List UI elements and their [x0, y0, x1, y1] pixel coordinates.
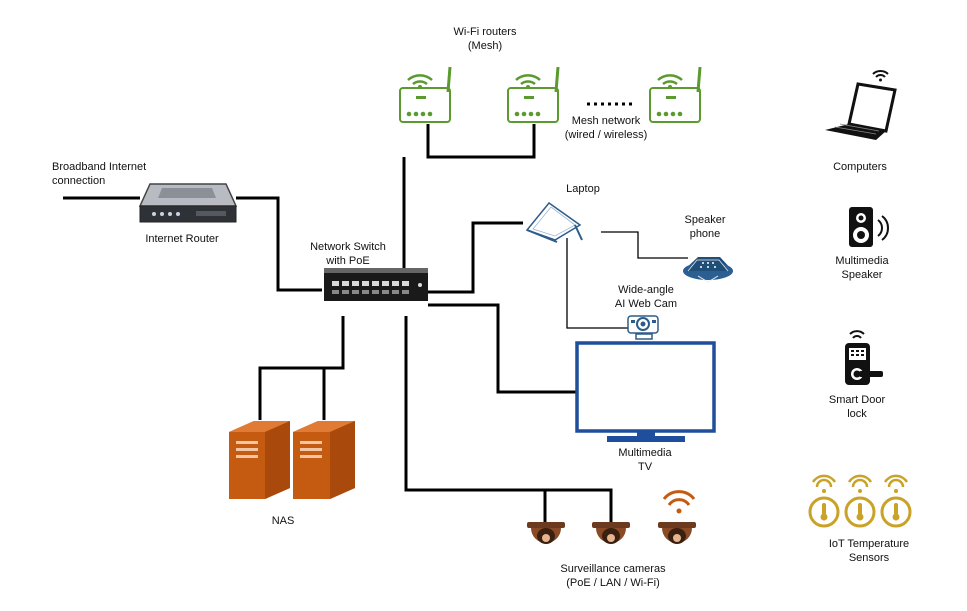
wifi-router-icon — [507, 66, 560, 123]
iot-sensors-label: IoT Temperature Sensors — [828, 538, 910, 564]
internet-router-icon — [138, 183, 238, 223]
internet-router-label: Internet Router — [145, 233, 219, 245]
server-icon — [293, 421, 355, 499]
tv-label: Multimedia TV — [618, 447, 672, 473]
wire-switch-tv — [428, 303, 577, 394]
nas-label: NAS — [271, 515, 295, 527]
network-switch-icon — [324, 268, 428, 301]
thermometer-icon — [844, 474, 876, 528]
wifi-router-icon — [399, 66, 452, 123]
wire-laptop-webcam — [566, 238, 628, 329]
speaker-phone-label: Speaker phone — [684, 214, 726, 240]
dome-camera-icon — [658, 522, 696, 544]
door-lock-label: Smart Door lock — [828, 394, 886, 420]
computers-label: Computers — [833, 161, 887, 173]
wifi-icon — [662, 490, 696, 514]
multimedia-speaker-label: Multimedia Speaker — [835, 255, 889, 281]
wire-laptop-speakerphone — [601, 231, 688, 259]
wire-mesh-routers — [402, 124, 536, 288]
wire-router-switch — [236, 196, 322, 292]
speaker-phone-icon — [683, 257, 733, 283]
wire-switch-laptop — [428, 221, 523, 294]
wifi-router-icon — [649, 66, 702, 123]
wifi-routers-label: Wi-Fi routers (Mesh) — [453, 26, 517, 52]
wifi-icon — [872, 70, 889, 82]
door-lock-icon — [845, 330, 883, 385]
broadband-label: Broadband Internet connection — [52, 161, 147, 187]
dome-camera-icon — [527, 522, 565, 544]
thermometer-icon — [880, 474, 912, 528]
surveillance-label: Surveillance cameras (PoE / LAN / Wi-Fi) — [560, 563, 666, 589]
thermometer-icon — [808, 474, 840, 528]
dome-camera-icon — [592, 522, 630, 544]
computer-icon — [825, 82, 897, 140]
laptop-label: Laptop — [566, 183, 600, 195]
laptop-icon — [525, 201, 583, 243]
wire-switch-nas — [258, 316, 345, 420]
server-icon — [229, 421, 290, 499]
tv-icon — [575, 341, 716, 442]
connection-wires — [63, 102, 688, 522]
webcam-icon — [627, 315, 659, 340]
network-switch-label: Network Switch with PoE — [310, 241, 386, 267]
wire-switch-cameras — [404, 316, 613, 522]
webcam-label: Wide-angle AI Web Cam — [614, 284, 678, 310]
mesh-network-label: Mesh network (wired / wireless) — [564, 115, 648, 141]
speaker-icon — [849, 207, 889, 247]
